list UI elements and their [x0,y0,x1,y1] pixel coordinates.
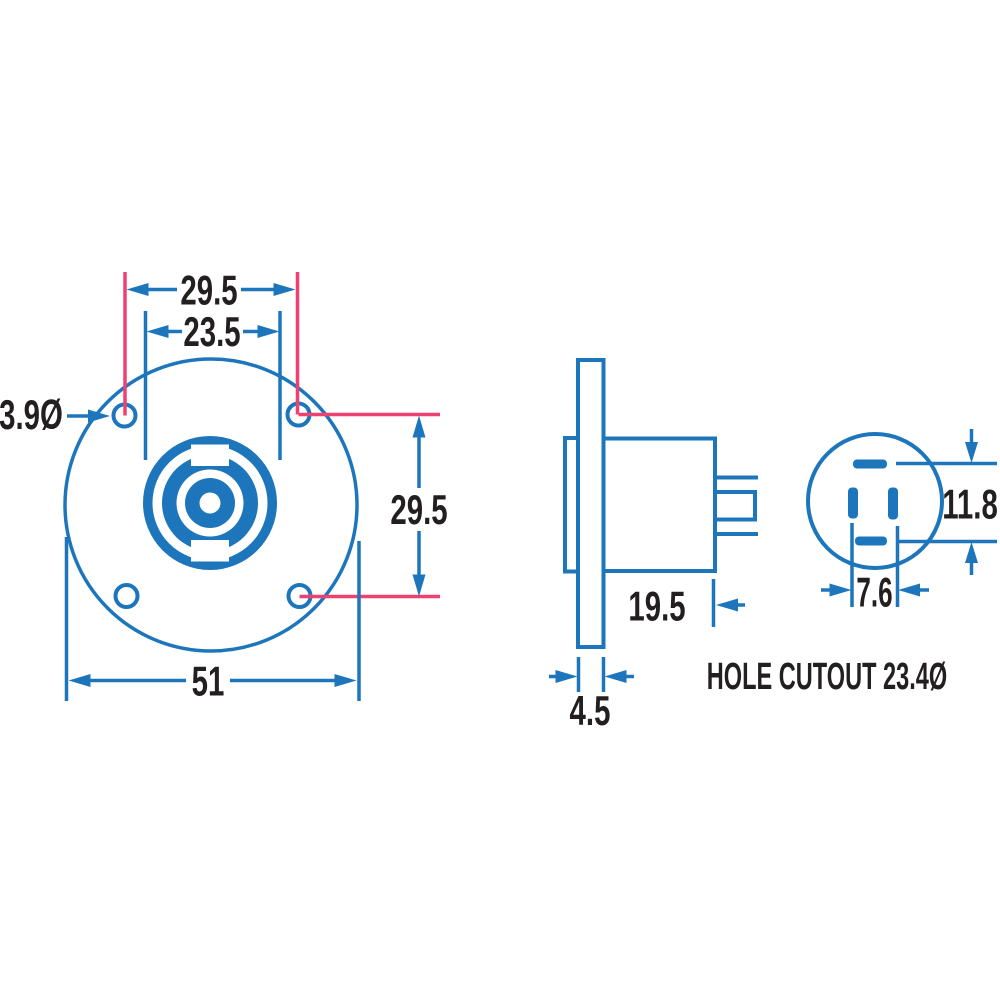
arrow-right-icon [257,325,280,338]
arrow-up-icon [412,415,426,438]
connector-body-side [601,436,717,573]
cutout-circle [806,432,944,570]
rear-terminal-tab [713,490,757,522]
front-view: 29.5 23.5 51 [0,266,448,705]
flange-plate-side [576,358,606,649]
dimension-slot-extent: 11.8 [896,429,998,575]
arrow-left-icon [604,670,627,683]
arrow-left-icon [126,283,149,296]
dimension-hole-spacing-inner: 23.5 [146,308,280,356]
mount-hole-bottom-left [113,583,140,609]
dim-label-29-5-right: 29.5 [390,486,447,534]
side-view: 19.5 4.5 [549,358,758,734]
arrow-right-icon [334,674,357,687]
dim-label-23-5: 23.5 [183,308,240,356]
hole-cutout-view: 11.8 7.6 HOLE CUTOUT 23.4Ø [707,429,998,698]
cutout-slot-top [853,459,887,469]
arrow-left-icon [146,325,169,338]
dimension-body-depth: 19.5 [628,579,745,630]
connector-key-tab-top [191,444,229,466]
dimension-flange-thickness: 4.5 [549,657,634,734]
arrow-left-icon [716,598,738,612]
arrow-right-icon [273,283,296,296]
arrow-up-icon [965,542,978,563]
arrow-down-icon [965,442,978,463]
dimension-slot-spacing: 7.6 [821,523,929,616]
dim-label-51: 51 [192,657,225,705]
connector-face [143,436,277,570]
arrow-right-icon [88,409,110,423]
arrow-left-icon [68,674,91,687]
dimension-flange-diameter: 51 [68,657,357,705]
dim-label-19-5: 19.5 [628,582,685,630]
flange-outline-circle [63,357,359,653]
dim-label-29-5-top: 29.5 [180,266,237,314]
arrow-down-icon [412,574,426,597]
callout-mount-hole-diameter: 3.9Ø [0,391,110,439]
dimension-hole-spacing-vertical: 29.5 [390,415,448,597]
dim-label-3-9-diameter: 3.9Ø [0,391,63,439]
hole-cutout-caption: HOLE CUTOUT 23.4Ø [707,654,947,697]
arrow-left-icon [898,583,920,597]
connector-key-tab-bottom [191,540,229,562]
dim-label-7-6: 7.6 [856,569,892,616]
arrow-right-icon [829,583,852,597]
cutout-slot-bottom [855,536,887,546]
cutout-slot-left [848,487,858,519]
dim-label-11-8: 11.8 [942,480,998,528]
arrow-right-icon [555,670,578,683]
dimension-hole-spacing-outer: 29.5 [126,266,296,314]
dim-label-4-5: 4.5 [570,687,611,735]
cutout-slot-right [888,487,898,520]
connector-center-hole [199,492,221,514]
